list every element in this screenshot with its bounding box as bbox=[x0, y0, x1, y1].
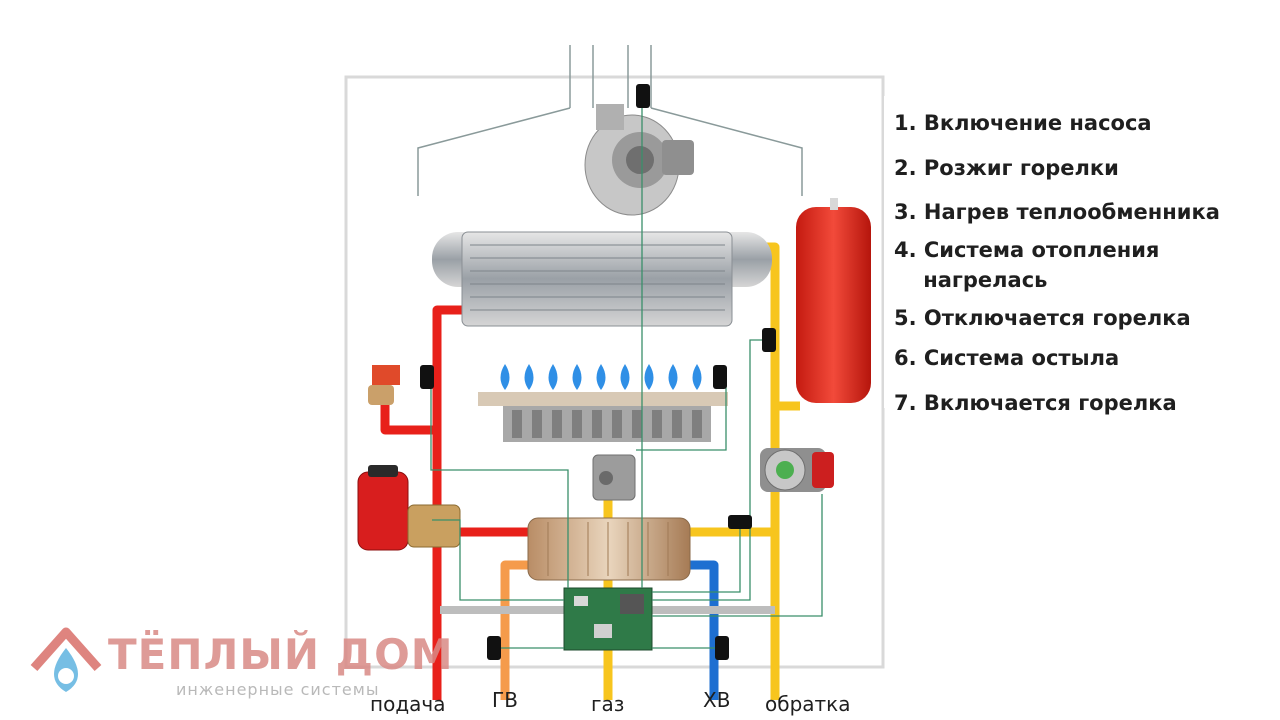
label-hot-water: ГВ bbox=[492, 688, 518, 712]
fan-icon bbox=[584, 104, 694, 216]
burner bbox=[478, 392, 728, 442]
step-6: 6. Система остыла bbox=[894, 346, 1120, 370]
pump-icon bbox=[760, 448, 834, 492]
cold-water-pipe bbox=[690, 560, 719, 700]
step-3: 3. Нагрев теплообменника bbox=[894, 200, 1220, 224]
step-5: 5. Отключается горелка bbox=[894, 306, 1191, 330]
steps-panel bbox=[884, 96, 1172, 408]
control-wires bbox=[430, 100, 823, 649]
step-2: 2. Розжиг горелки bbox=[894, 156, 1119, 180]
gas-valve bbox=[592, 454, 636, 501]
flue-lines bbox=[417, 45, 803, 196]
flame-icon bbox=[500, 364, 702, 390]
three-way-valve bbox=[357, 465, 461, 551]
step-1: 1. Включение насоса bbox=[894, 111, 1152, 135]
label-gas: газ bbox=[591, 692, 625, 716]
temperature-sensors bbox=[420, 84, 776, 660]
label-supply: подача bbox=[370, 692, 446, 716]
label-return: обратка bbox=[765, 692, 851, 716]
step-7: 7. Включается горелка bbox=[894, 391, 1177, 415]
step-4: 4. Система отопления нагрелась bbox=[894, 238, 1160, 292]
valve-icon bbox=[368, 365, 400, 405]
logo-title: ТЁПЛЫЙ ДОМ bbox=[108, 630, 454, 679]
hot-water-pipe bbox=[500, 560, 530, 700]
logo-subtitle: инженерные системы bbox=[176, 680, 380, 699]
label-cold-water: ХВ bbox=[703, 688, 731, 712]
logo-house-icon bbox=[30, 627, 102, 692]
expansion-tank-icon bbox=[796, 198, 871, 403]
control-board bbox=[563, 587, 653, 651]
plate-heat-exchanger bbox=[527, 517, 691, 581]
main-heat-exchanger bbox=[432, 231, 772, 327]
